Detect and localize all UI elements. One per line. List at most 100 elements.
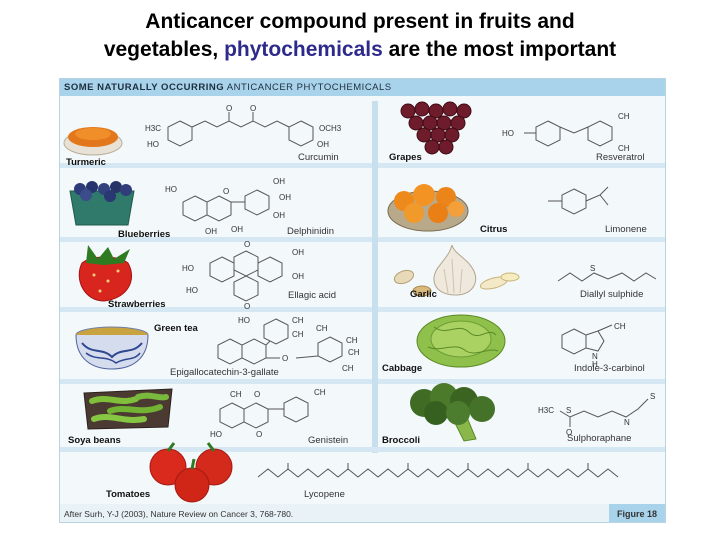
atom-h: H (592, 360, 598, 369)
atom-ho: HO (147, 140, 159, 149)
compound-name: Delphinidin (287, 226, 335, 237)
food-label: Citrus (480, 224, 508, 235)
atom-oh: OH (292, 248, 304, 257)
atom-ch: CH (346, 336, 358, 345)
genistein-structure: CH O HO O CH (210, 388, 326, 439)
atom-o: O (282, 354, 288, 363)
figure-number: Figure 18 (608, 504, 665, 522)
atom-ho: HO (186, 286, 198, 295)
atom-n: N (592, 352, 598, 361)
atom-o: O (254, 390, 260, 399)
atom-ch: CH (292, 316, 304, 325)
atom-ch: CH (342, 364, 354, 373)
strawberry-icon (78, 245, 133, 302)
row-divider (60, 447, 665, 452)
atom-s: S (650, 392, 655, 401)
atom-ho: HO (502, 129, 514, 138)
figure-header: SOME NATURALLY OCCURRING ANTICANCER PHYT… (60, 79, 665, 96)
broccoli-icon (410, 383, 495, 442)
compound-name: Ellagic acid (288, 290, 337, 301)
row-divider (378, 163, 665, 168)
atom-oh: OH (231, 225, 243, 234)
food-label: Broccoli (382, 435, 421, 446)
atom-ho: HO (238, 316, 250, 325)
row-divider (60, 307, 372, 312)
atom-ho: HO (210, 430, 222, 439)
resveratrol-structure: HO CH CH (502, 112, 630, 153)
compound-name: Lycopene (304, 489, 345, 500)
compound-name: Curcumin (298, 152, 339, 163)
atom-oh: OH (273, 177, 285, 186)
food-label: Turmeric (66, 157, 106, 168)
food-label: Grapes (389, 152, 422, 163)
soybean-dish-icon (83, 388, 173, 430)
title-prefix: vegetables, (103, 38, 225, 61)
atom-n: N (624, 418, 630, 427)
tea-cup-icon (75, 326, 149, 370)
title-suffix: are the most important (382, 38, 617, 61)
food-label: Blueberries (118, 229, 171, 240)
delphinidin-structure: HO O OH OH OH OH OH (165, 177, 291, 236)
atom-oh: OH (279, 193, 291, 202)
compound-name: Sulphoraphane (567, 433, 632, 444)
row-divider (60, 237, 372, 242)
atom-ch: CH (348, 348, 360, 357)
slide-title-line-2: vegetables, phytochemicals are the most … (0, 36, 720, 64)
compound-name: Genistein (308, 435, 349, 446)
atom-ch: CH (618, 144, 630, 153)
limonene-structure (548, 186, 609, 215)
atom-s: S (590, 264, 595, 273)
atom-o: O (566, 428, 572, 437)
atom-oh: OH (205, 227, 217, 236)
cabbage-icon (416, 314, 506, 368)
ellagic-acid-structure: HO HO OH OH O O (182, 240, 304, 311)
atom-ch: CH (230, 390, 242, 399)
slide-title-line-1: Anticancer compound present in fruits an… (145, 10, 575, 33)
curcumin-structure: H3C HO O O OCH3 OH (145, 104, 342, 149)
compound-name: Diallyl sulphide (580, 289, 644, 300)
atom-och3: OCH3 (319, 124, 342, 133)
food-label: Strawberries (108, 299, 166, 310)
column-divider (372, 101, 378, 453)
atom-o: O (250, 104, 256, 113)
figure-footer: After Surh, Y-J (2003), Nature Review on… (60, 504, 665, 522)
food-label: Tomatoes (106, 489, 151, 500)
turmeric-bowl-icon (63, 127, 123, 156)
compound-name: Epigallocatechin-3-gallate (170, 367, 279, 378)
food-label: Cabbage (382, 363, 423, 374)
row-divider (378, 307, 665, 312)
atom-oh: OH (273, 211, 285, 220)
title-highlight: phytochemicals (224, 38, 383, 61)
citation: After Surh, Y-J (2003), Nature Review on… (64, 509, 294, 519)
atom-o: O (226, 104, 232, 113)
garlic-icon (393, 244, 520, 297)
sulphoraphane-structure: H3C S O N S (538, 392, 655, 437)
atom-ho: HO (165, 185, 177, 194)
figure-header-bold: SOME NATURALLY OCCURRING (64, 82, 225, 93)
tomato-icon (149, 442, 233, 503)
atom-ch: CH (618, 112, 630, 121)
indole-3-carbinol-structure: CH N H (561, 322, 626, 369)
food-label: Soya beans (68, 435, 121, 446)
citrus-bowl-icon (387, 184, 469, 232)
atom-oh: OH (317, 140, 329, 149)
row-divider (378, 379, 665, 384)
slide-title: Anticancer compound present in fruits an… (0, 8, 720, 64)
diallyl-sulphide-structure: S (557, 264, 657, 282)
atom-o: O (244, 240, 250, 249)
atom-ch: CH (292, 330, 304, 339)
lycopene-structure (257, 463, 619, 478)
blueberry-basket-icon (69, 181, 135, 226)
food-label: Green tea (154, 323, 198, 334)
atom-oh: OH (292, 272, 304, 281)
grapes-icon (400, 101, 472, 155)
food-label: Garlic (410, 289, 437, 300)
compound-name: Limonene (605, 224, 647, 235)
compound-name: Resveratrol (596, 152, 645, 163)
atom-o: O (256, 430, 262, 439)
atom-ch: CH (314, 388, 326, 397)
atom-h3c: H3C (538, 406, 554, 415)
atom-h3c: H3C (145, 124, 161, 133)
phytochemicals-figure: SOME NATURALLY OCCURRING ANTICANCER PHYT… (59, 78, 666, 523)
figure-header-rest: ANTICANCER PHYTOCHEMICALS (224, 82, 392, 93)
